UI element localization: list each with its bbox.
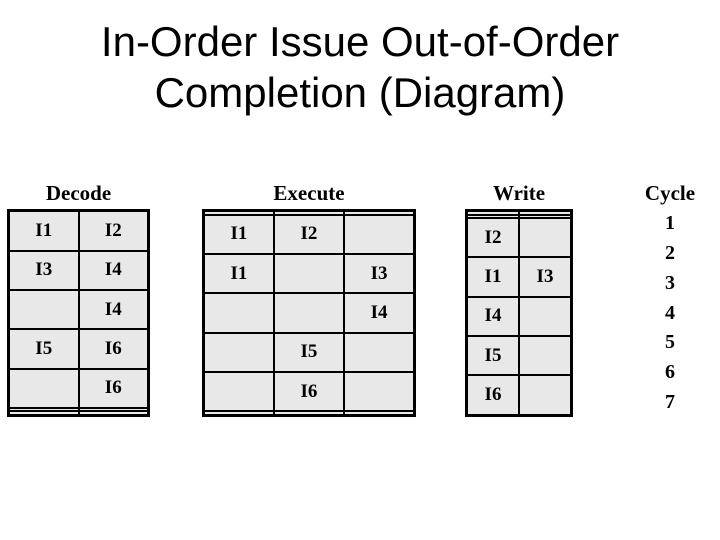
cycle-value: 4	[665, 301, 675, 324]
execute-cell	[343, 209, 416, 216]
execute-cell: I2	[272, 213, 346, 255]
decode-cell	[7, 367, 80, 410]
decode-cell: I4	[77, 289, 150, 331]
decode-cell: I6	[77, 328, 150, 370]
cycle-value: 7	[665, 390, 675, 413]
decode-cell: I3	[7, 249, 80, 292]
execute-cell: I1	[202, 213, 275, 255]
write-cell	[465, 213, 520, 219]
execute-cell	[272, 410, 346, 417]
execute-row: I6	[202, 371, 416, 413]
write-stage-header: Write	[492, 181, 546, 205]
execute-stage-header: Execute	[273, 181, 345, 205]
execute-cell	[202, 371, 275, 413]
decode-cell: I6	[77, 367, 150, 410]
execute-cell	[272, 209, 346, 216]
cycle-value: 3	[665, 271, 675, 294]
decode-row	[7, 410, 150, 417]
write-cell	[518, 213, 573, 219]
write-cell	[465, 209, 520, 216]
slide-title: In-Order Issue Out-of-Order Completion (…	[0, 16, 720, 118]
decode-cell	[77, 410, 150, 417]
write-cell: I1	[465, 256, 520, 298]
execute-row: I4	[202, 292, 416, 334]
cycle-column-header: Cycle	[644, 181, 696, 205]
decode-cell: I5	[7, 328, 80, 370]
cycle-value: 2	[665, 242, 675, 265]
cycle-values: 1 2 3 4 5 6 7	[636, 209, 704, 417]
decode-cell	[77, 407, 150, 413]
slide-title-line2: Completion (Diagram)	[154, 69, 566, 116]
execute-cell: I4	[343, 292, 416, 334]
execute-cell: I6	[272, 371, 346, 413]
write-row: I6	[465, 374, 573, 417]
write-cell: I5	[465, 334, 520, 377]
execute-cell	[343, 331, 416, 374]
decode-row: I6	[7, 367, 150, 410]
write-cell: I4	[465, 295, 520, 337]
write-cell	[518, 209, 573, 216]
execute-cell	[343, 371, 416, 413]
execute-cell	[202, 410, 275, 417]
write-cell	[518, 216, 573, 259]
execute-cell	[343, 213, 416, 255]
write-cell	[518, 334, 573, 377]
write-cell: I3	[518, 256, 573, 298]
execute-cell: I3	[343, 252, 416, 295]
decode-cell	[7, 289, 80, 331]
decode-row: I4	[7, 289, 150, 331]
slide-title-line1: In-Order Issue Out-of-Order	[100, 18, 620, 65]
decode-cell	[7, 410, 80, 417]
execute-cell	[343, 410, 416, 417]
write-row: I5	[465, 334, 573, 377]
cycle-value: 6	[665, 360, 675, 383]
decode-cell: I1	[7, 209, 80, 252]
execute-cell	[202, 331, 275, 374]
write-row: I4	[465, 295, 573, 337]
write-cell	[518, 374, 573, 417]
execute-row	[202, 209, 416, 216]
execute-cell	[202, 292, 275, 334]
write-cell: I2	[465, 216, 520, 259]
execute-row	[202, 410, 416, 417]
decode-cell: I2	[77, 209, 150, 252]
cycle-value: 1	[665, 212, 675, 235]
write-row	[465, 213, 573, 219]
decode-row	[7, 407, 150, 413]
decode-stage-header: Decode	[45, 181, 112, 205]
execute-row: I5	[202, 331, 416, 374]
write-cell	[518, 295, 573, 337]
execute-row: I1 I3	[202, 252, 416, 295]
decode-cell: I4	[77, 249, 150, 292]
write-cell: I6	[465, 374, 520, 417]
write-row	[465, 209, 573, 216]
decode-cell	[7, 407, 80, 413]
execute-cell: I1	[202, 252, 275, 295]
execute-cell	[272, 252, 346, 295]
write-row: I2	[465, 216, 573, 259]
execute-cell	[272, 292, 346, 334]
execute-cell: I5	[272, 331, 346, 374]
cycle-value: 5	[665, 331, 675, 354]
execute-cell	[202, 209, 275, 216]
